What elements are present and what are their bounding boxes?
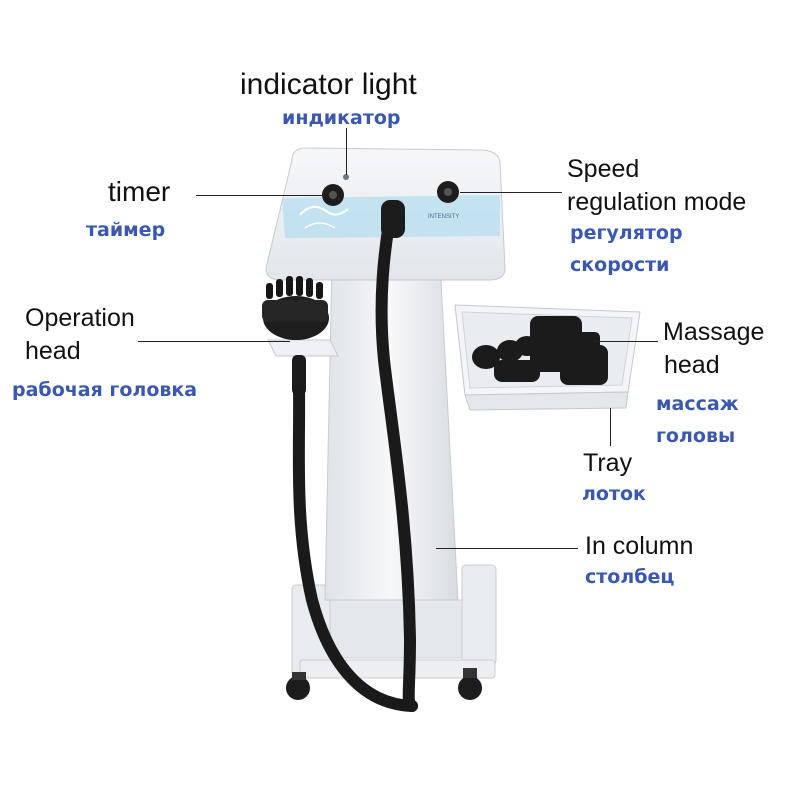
tray-label: Tray [583,449,633,477]
massage-leader [594,341,658,342]
operation-label-line2: head [25,337,81,365]
cable-connector [381,200,405,238]
speed-label-ru-line2: скорости [570,254,670,276]
speed-label-line1: Speed [567,155,640,183]
tray-label-ru: лоток [582,483,646,505]
panel-intensity-text: INTENSITY [428,214,459,220]
column-leader [436,548,578,549]
column-label-ru: столбец [585,566,675,588]
operation-head [262,276,329,395]
indicator-label: indicator light [240,68,417,101]
caster-wheel [458,676,482,700]
column-label: In column [585,532,694,560]
massage-heads [472,316,608,385]
timer-label: timer [108,176,171,207]
massage-label-line1: Massage [663,318,765,346]
head-holder [267,339,339,357]
speed-label-ru-line1: регулятор [570,222,683,244]
speed-label-line2: regulation mode [567,188,747,216]
indicator-label-ru: индикатор [282,107,401,129]
cable [375,200,418,712]
indicator-leader [346,128,347,175]
massage-label-line2: head [664,351,720,379]
cable [292,384,418,712]
operation-label-line1: Operation [25,304,135,332]
operation-label-ru: рабочая головка [12,379,198,401]
massage-label-ru-line2: головы [656,425,736,447]
timer-leader [196,195,322,196]
operation-leader [138,341,290,342]
massage-label-ru-line1: массаж [656,393,739,415]
timer-label-ru: таймер [86,219,166,241]
caster-wheel [286,676,310,700]
tray-leader [610,408,611,446]
speed-leader [460,192,562,193]
base [286,564,497,700]
indicator-light [343,174,349,180]
